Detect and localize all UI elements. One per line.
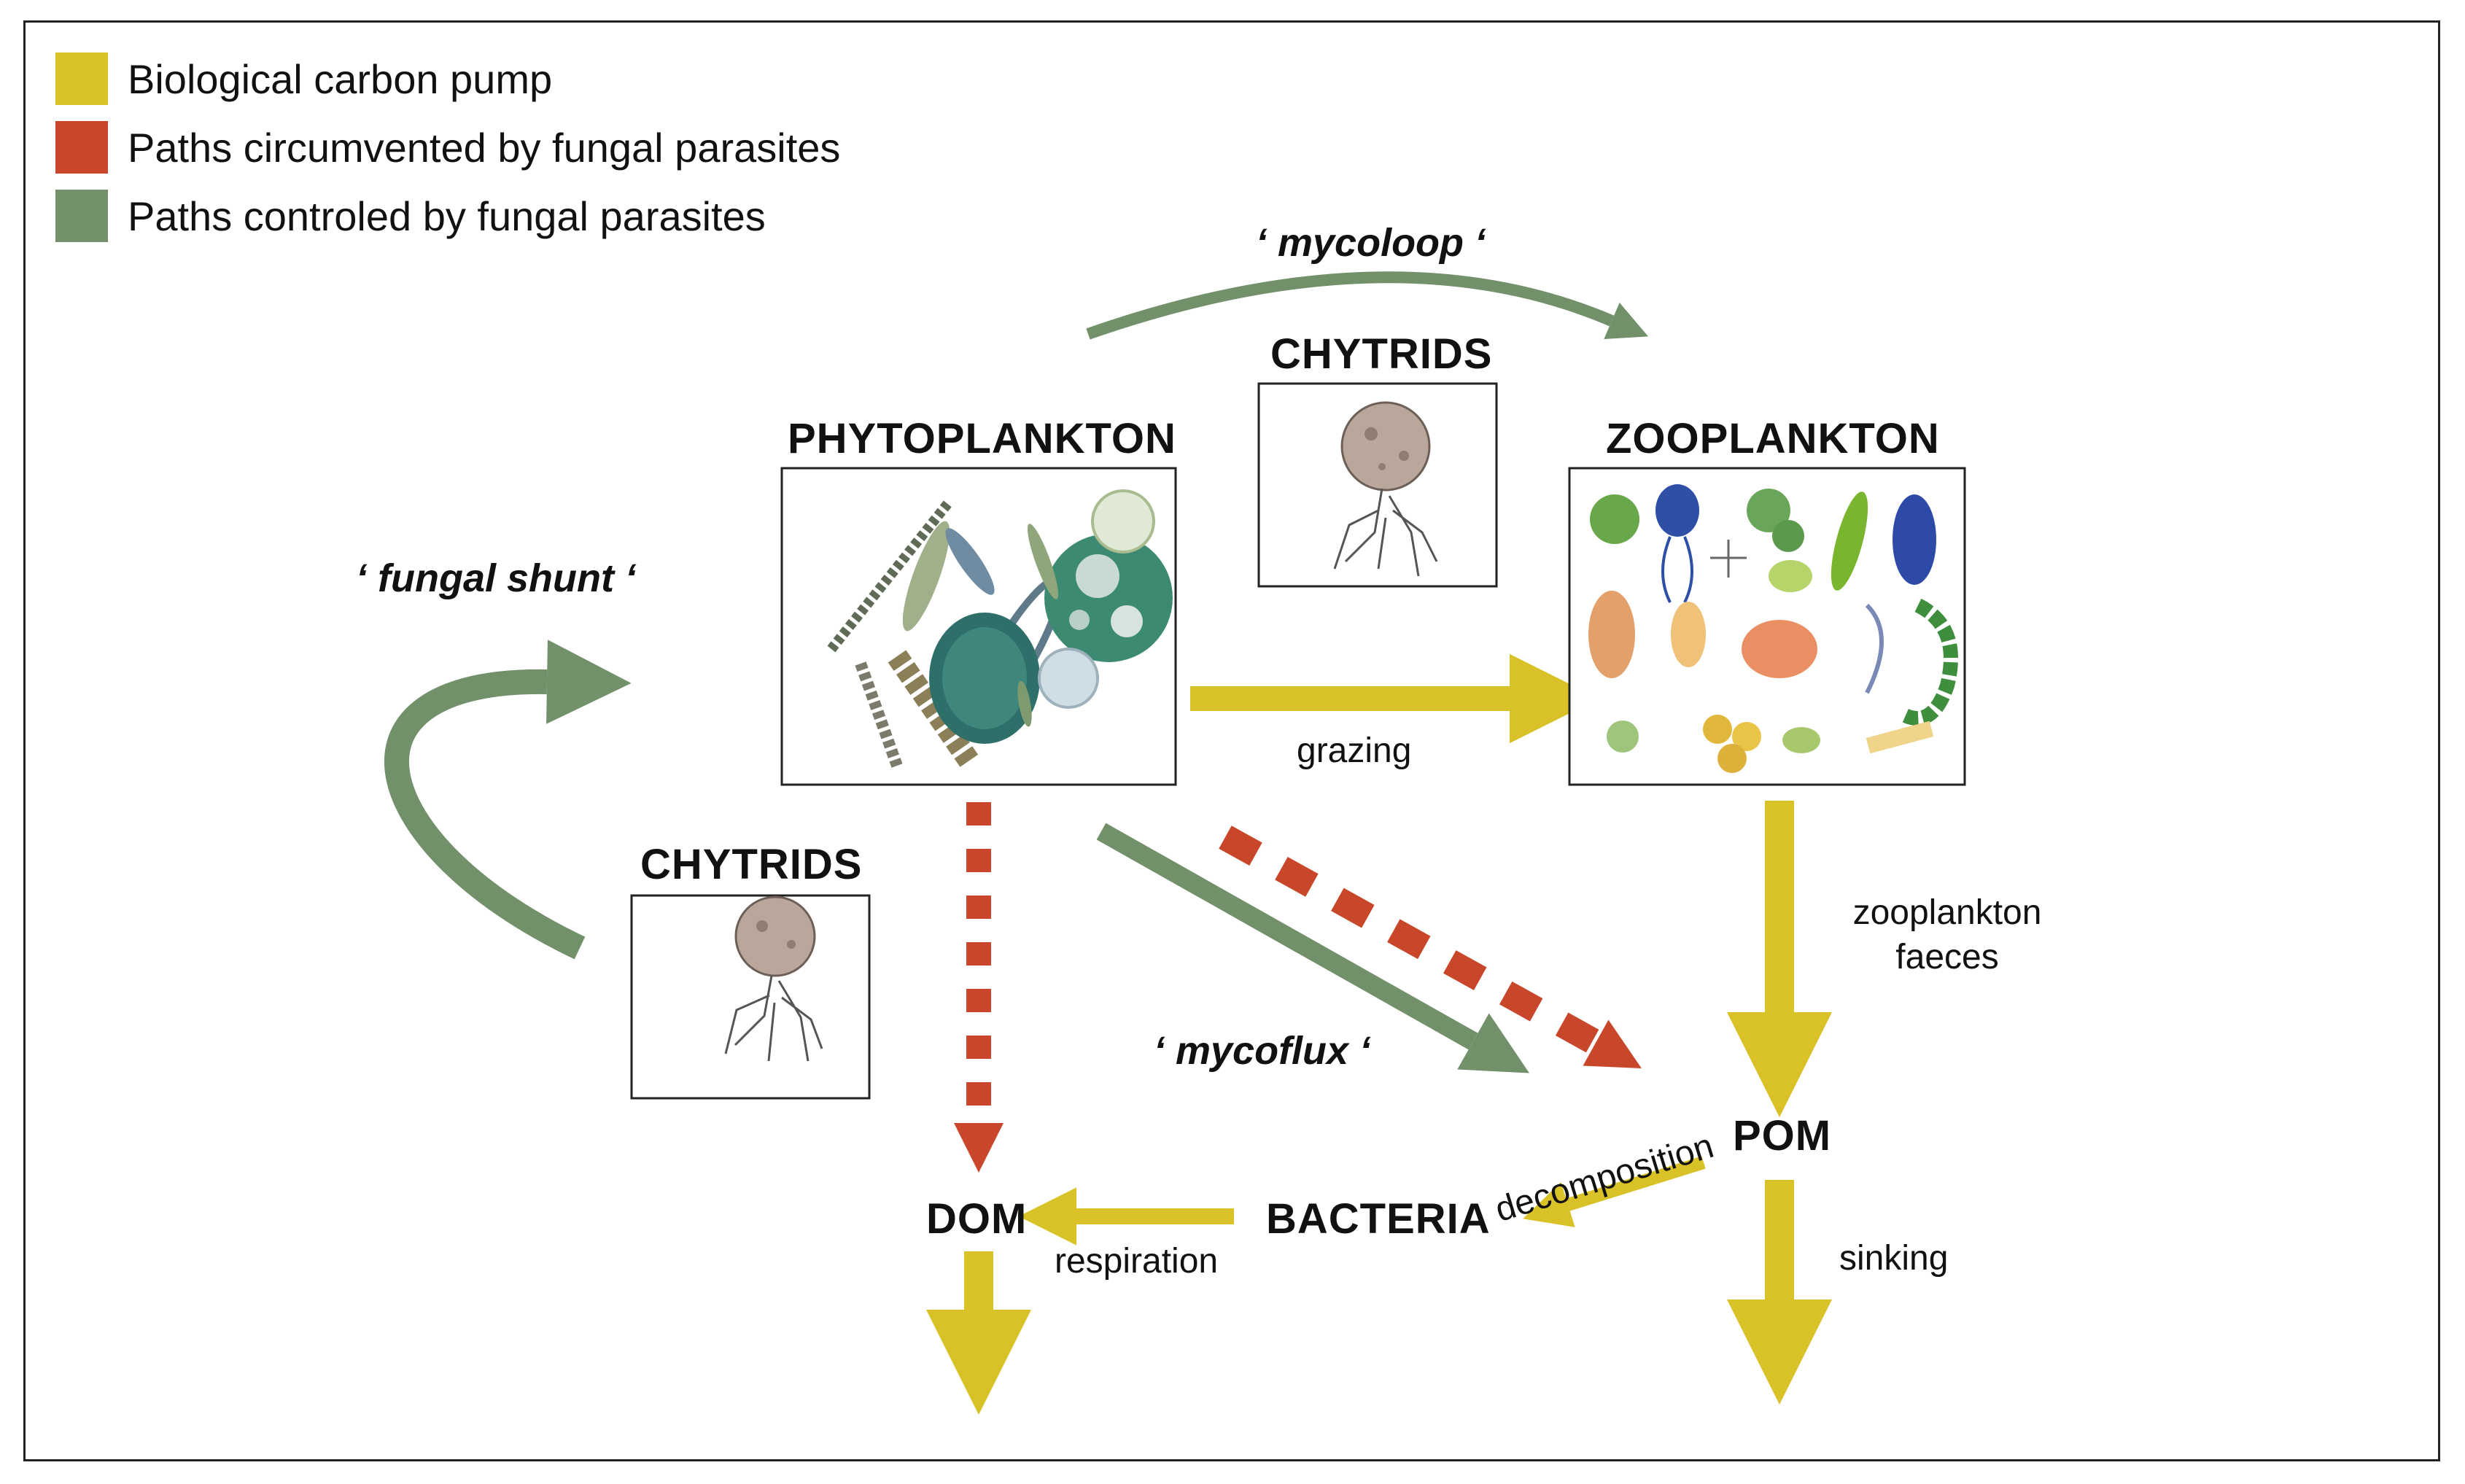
chytrid-left-illustration <box>724 896 823 1062</box>
node-chytrids-top: CHYTRIDS <box>1270 330 1493 378</box>
legend-label-carbon-pump: Biological carbon pump <box>128 56 553 102</box>
node-chytrids-left: CHYTRIDS <box>640 841 863 888</box>
node-bacteria: BACTERIA <box>1266 1195 1491 1243</box>
mycoflux-arrow <box>1096 823 1529 1073</box>
phytoplankton-illustration <box>827 489 1173 769</box>
fungal-shunt-arrow <box>384 640 632 960</box>
zooplankton-illustration <box>1588 484 1958 773</box>
legend-swatch-carbon-pump <box>55 53 108 105</box>
legend-label-circumvented: Paths circumvented by fungal parasites <box>128 125 841 171</box>
label-faeces-line1: zooplankton <box>1852 893 2042 932</box>
legend-label-controlled: Paths controled by fungal parasites <box>128 193 766 239</box>
node-zooplankton: ZOOPLANKTON <box>1606 415 1940 462</box>
label-grazing: grazing <box>1297 731 1412 770</box>
label-zooplankton-faeces: zooplankton faeces <box>1838 893 2057 977</box>
decomposition-arrow <box>1523 1156 1706 1227</box>
label-mycoloop: ‘ mycoloop ‘ <box>1256 221 1486 265</box>
node-dom: DOM <box>926 1195 1028 1243</box>
phyto-to-pom-dashed-arrow <box>1219 825 1642 1068</box>
label-mycoflux: ‘ mycoflux ‘ <box>1154 1029 1371 1073</box>
label-faeces-line2: faeces <box>1895 938 1999 976</box>
node-pom: POM <box>1733 1112 1832 1159</box>
chytrid-top-illustration <box>1333 401 1438 577</box>
label-sinking: sinking <box>1839 1239 1949 1278</box>
legend-swatch-circumvented <box>55 121 108 174</box>
label-respiration: respiration <box>1055 1242 1219 1281</box>
legend-swatch-controlled <box>55 190 108 242</box>
node-phytoplankton: PHYTOPLANKTON <box>788 415 1176 462</box>
label-fungal-shunt: ‘ fungal shunt ‘ <box>356 556 636 600</box>
mycoloop-arrow <box>1086 271 1649 340</box>
